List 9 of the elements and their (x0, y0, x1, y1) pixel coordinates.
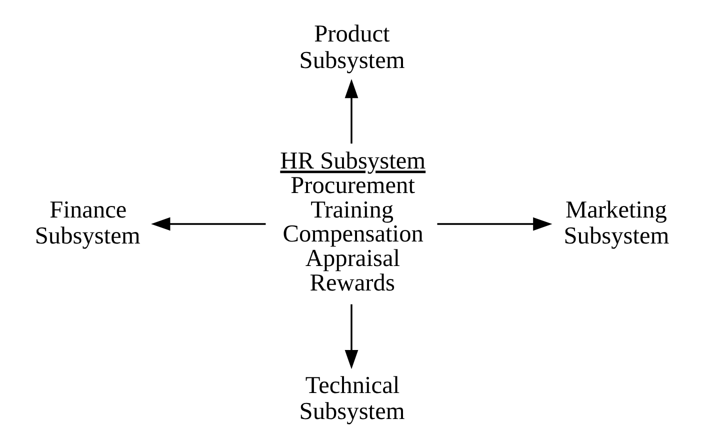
node-text: Product Subsystem (299, 20, 405, 74)
node-text: Technical Subsystem (299, 372, 405, 426)
arrow (437, 217, 552, 231)
node-text: Marketing Subsystem (564, 196, 670, 250)
node-text: Finance Subsystem (34, 196, 140, 250)
arrow (151, 217, 266, 231)
arrow (344, 79, 358, 144)
arrow (344, 304, 358, 370)
node-text: HR Subsystem Procurement Training Compensation Appraisal Rewards (280, 148, 426, 296)
